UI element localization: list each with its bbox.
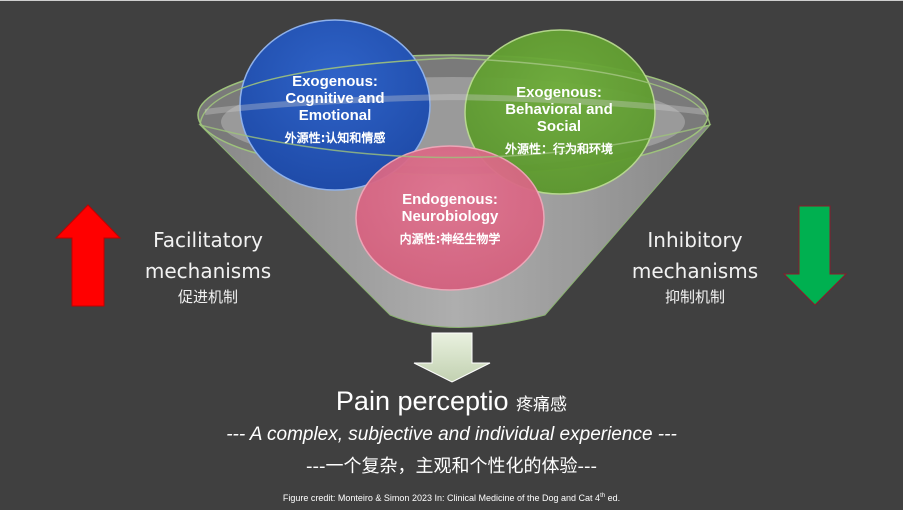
behavioral-label-zh: 外源性：行为和环境 <box>504 142 613 156</box>
inhibitory-line1: Inhibitory <box>647 228 743 252</box>
behavioral-label-en: Exogenous: Behavioral and Social <box>505 84 613 135</box>
facilitatory-line2: mechanisms <box>144 259 272 283</box>
result-title-en: Pain perceptio <box>335 386 509 416</box>
inhibitory-label: Inhibitory mechanisms 抑制机制 <box>615 225 775 307</box>
neurobiology-circle <box>355 145 545 291</box>
cognitive-label-en: Exogenous: Cognitive and Emotional <box>285 73 385 124</box>
result-title: Pain perceptio 疼痛感 <box>0 386 903 417</box>
credit-superscript: th <box>600 493 606 499</box>
facilitatory-arrow-up-icon <box>54 204 122 307</box>
neurobiology-label-en: Endogenous: Neurobiology <box>401 191 499 225</box>
result-subtitle-zh: ---一个复杂，主观和个性化的体验--- <box>306 456 597 477</box>
inhibitory-line2: mechanisms <box>631 259 759 283</box>
result-title-zh: 疼痛感 <box>516 395 568 415</box>
credit-text: Figure credit: Monteiro & Simon 2023 In:… <box>282 493 601 503</box>
neurobiology-label: Endogenous: Neurobiology 内源性:神经生物学 <box>380 191 520 248</box>
neurobiology-label-zh: 内源性:神经生物学 <box>399 232 501 246</box>
facilitatory-line1: Facilitatory <box>153 228 263 252</box>
figure-credit: Figure credit: Monteiro & Simon 2023 In:… <box>0 493 903 503</box>
behavioral-label: Exogenous: Behavioral and Social 外源性：行为和… <box>494 84 624 158</box>
cognitive-label: Exogenous: Cognitive and Emotional 外源性:认… <box>270 73 400 147</box>
facilitatory-zh: 促进机制 <box>177 288 238 306</box>
cognitive-label-zh: 外源性:认知和情感 <box>284 131 386 145</box>
result-subtitle: --- A complex, subjective and individual… <box>226 424 677 445</box>
top-border <box>0 0 903 1</box>
inhibitory-zh: 抑制机制 <box>664 288 725 306</box>
behavioral-circle <box>464 29 656 195</box>
credit-suffix: ed. <box>605 493 621 503</box>
facilitatory-label: Facilitatory mechanisms 促进机制 <box>128 225 288 307</box>
inhibitory-arrow-down-icon <box>782 205 848 306</box>
output-arrow-down-icon <box>413 332 491 383</box>
